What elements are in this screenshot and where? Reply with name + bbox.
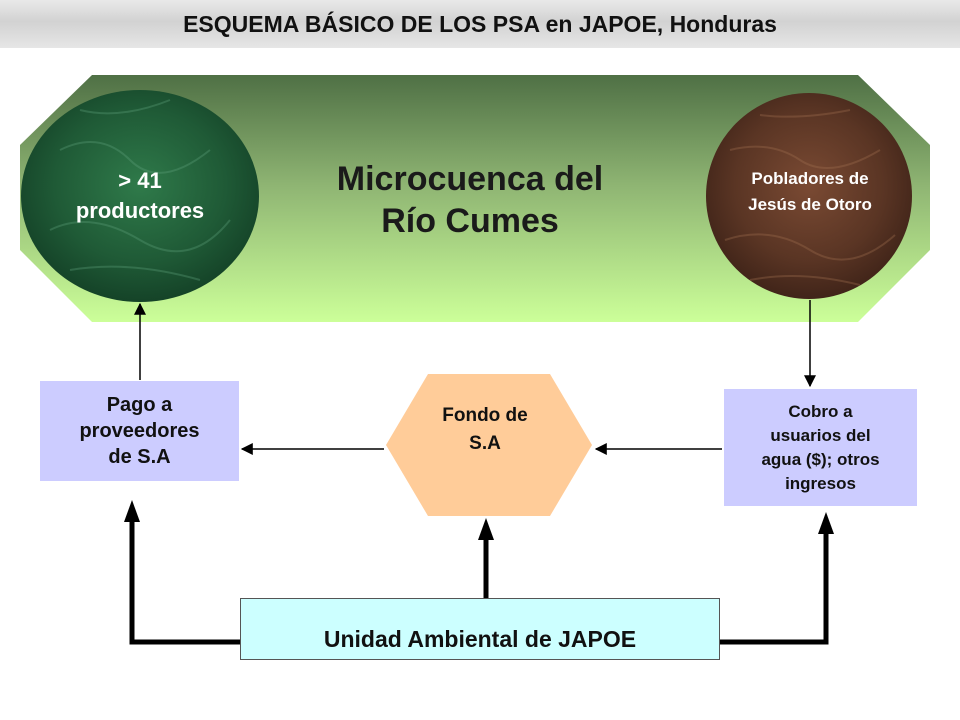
collection-box-line: agua ($); otros bbox=[761, 449, 880, 469]
payment-box-line: de S.A bbox=[108, 446, 171, 468]
environmental-unit-box: Unidad Ambiental de JAPOE bbox=[240, 598, 720, 660]
residents-texture bbox=[724, 109, 896, 286]
residents-label: Pobladores de Jesús de Otoro bbox=[712, 166, 908, 218]
fund-label-line: Fondo de bbox=[442, 405, 528, 426]
producers-label: > 41 productores bbox=[40, 166, 240, 226]
residents-circle bbox=[706, 93, 912, 299]
fund-label: Fondo de S.A bbox=[400, 402, 570, 458]
arrow-unit-to-collection-head bbox=[818, 512, 834, 534]
collection-box-line: usuarios del bbox=[770, 425, 871, 445]
watershed-title: Microcuenca del Río Cumes bbox=[290, 158, 650, 242]
arrow-unit-to-collection bbox=[720, 532, 829, 645]
collection-box: Cobro a usuarios del agua ($); otros ing… bbox=[724, 389, 917, 506]
environmental-unit-label: Unidad Ambiental de JAPOE bbox=[323, 626, 637, 652]
producers-texture bbox=[49, 99, 231, 281]
payment-box-line: proveedores bbox=[79, 420, 200, 442]
watershed-title-line: Río Cumes bbox=[381, 202, 559, 240]
producers-circle bbox=[21, 90, 259, 302]
watershed-area bbox=[20, 75, 930, 322]
producers-label-line: productores bbox=[75, 198, 205, 223]
residents-label-line: Jesús de Otoro bbox=[748, 195, 872, 214]
fund-label-line: S.A bbox=[469, 433, 501, 454]
watershed-title-line: Microcuenca del bbox=[336, 160, 604, 198]
residents-label-line: Pobladores de bbox=[751, 169, 869, 188]
collection-box-line: ingresos bbox=[785, 473, 856, 493]
collection-box-line: Cobro a bbox=[788, 401, 853, 421]
page-title: ESQUEMA BÁSICO DE LOS PSA en JAPOE, Hond… bbox=[183, 11, 777, 37]
producers-label-line: > 41 bbox=[118, 168, 162, 193]
arrow-unit-to-fund-head bbox=[478, 518, 494, 540]
arrow-unit-to-payment-head bbox=[124, 500, 140, 522]
arrow-unit-to-payment bbox=[129, 520, 240, 645]
payment-box: Pago a proveedores de S.A bbox=[40, 381, 239, 481]
fund-hexagon bbox=[386, 374, 592, 516]
title-bar bbox=[0, 0, 960, 48]
payment-box-line: Pago a bbox=[106, 394, 173, 416]
